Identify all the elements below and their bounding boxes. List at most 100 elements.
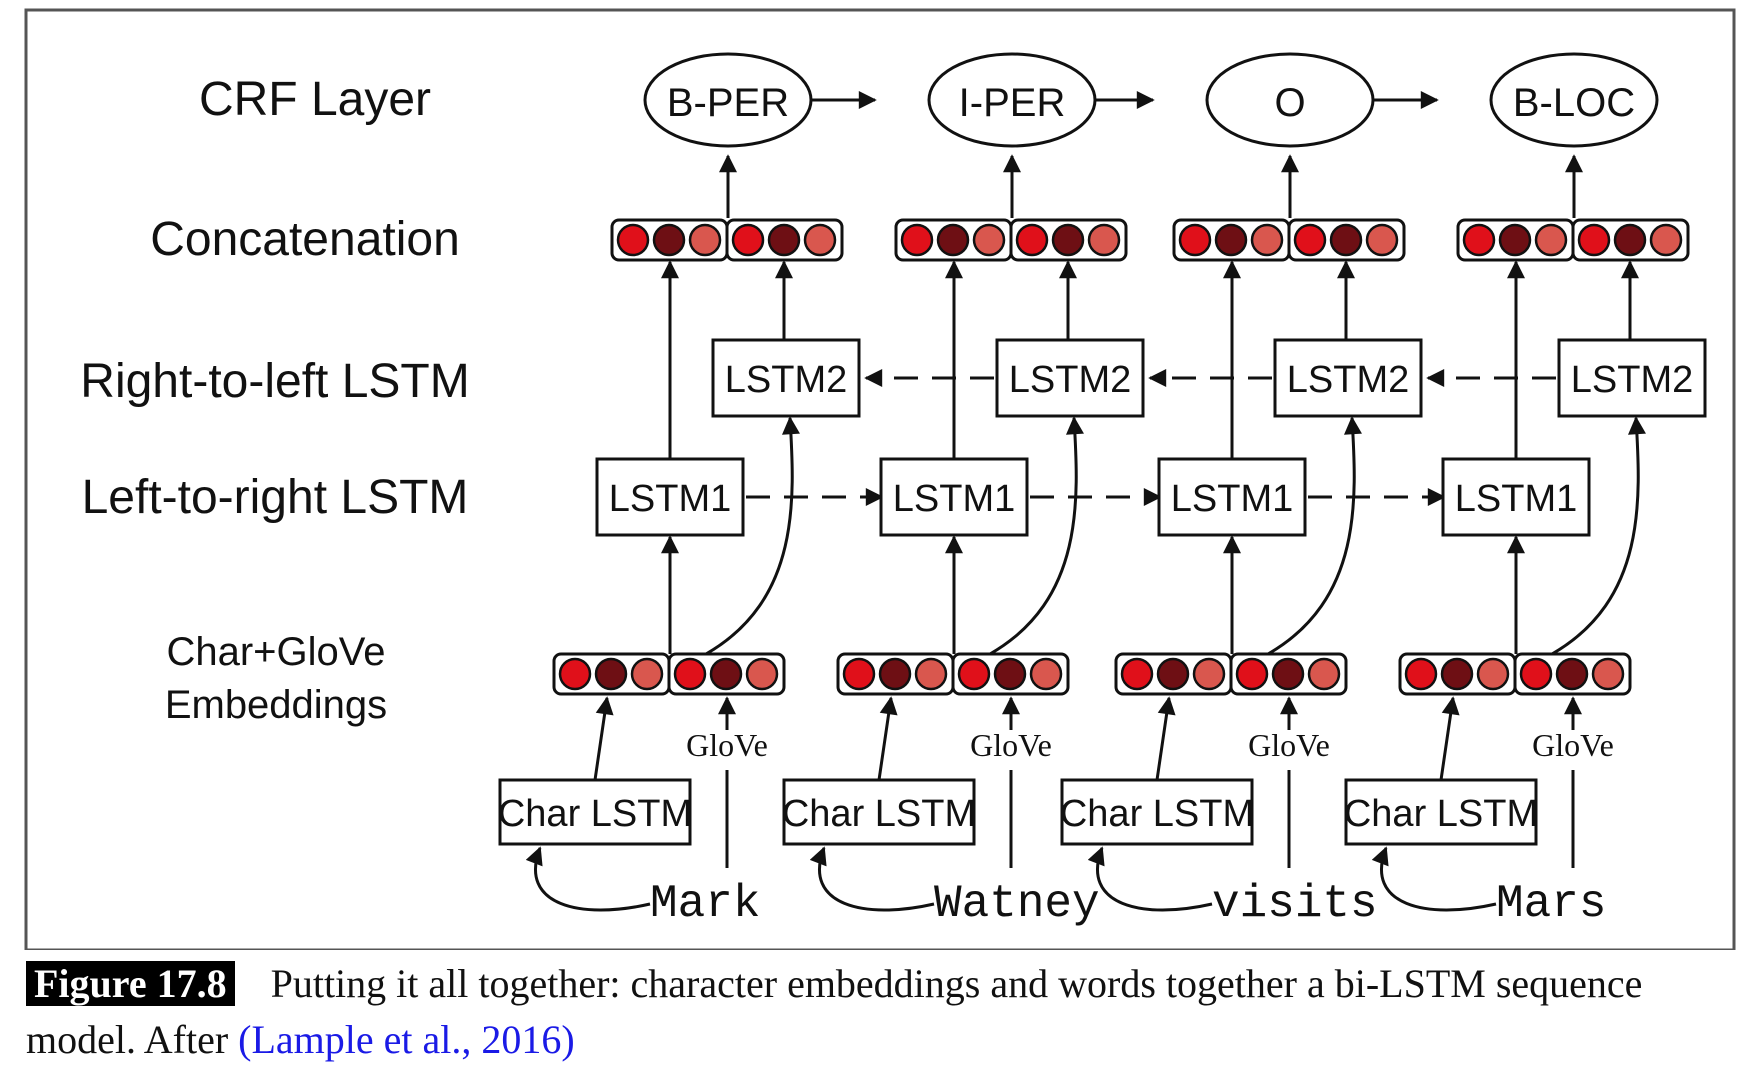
crf-tag-label: O — [1274, 81, 1305, 125]
concatenation-vector-unit — [1462, 223, 1496, 257]
char-lstm-to-embedding-arrow — [877, 696, 898, 781]
embedding-to-lstm2-arrow — [989, 416, 1084, 656]
embedding-to-lstm2-arrow — [1551, 416, 1646, 656]
char-glove-embedding-vector-unit — [673, 657, 707, 691]
concatenation-vector-unit — [972, 223, 1006, 257]
label-char-glove: Char+GloVe — [166, 630, 385, 674]
crf-tag-label: B-LOC — [1513, 81, 1635, 125]
concatenation-vector-unit — [936, 223, 970, 257]
label-concatenation: Concatenation — [150, 213, 460, 266]
char-lstm-to-embedding-arrow — [593, 696, 614, 781]
char-glove-embedding-vector-unit — [1440, 657, 1474, 691]
concatenation-vector-unit — [1250, 223, 1284, 257]
char-glove-embedding-vector-unit — [1476, 657, 1510, 691]
concatenation-vector-unit — [1577, 223, 1611, 257]
lstm1-box — [879, 457, 1029, 537]
char-lstm-box-label: Char LSTM — [782, 793, 976, 835]
label-right-to-left-lstm: Right-to-left LSTM — [80, 355, 469, 408]
input-word: Mars — [1496, 878, 1606, 930]
bilstm-crf-diagram: CRF Layer Concatenation Right-to-left LS… — [24, 8, 1736, 950]
lstm2-box — [711, 338, 861, 418]
concatenation-vector-unit — [1293, 223, 1327, 257]
concatenation-vector-unit — [803, 223, 837, 257]
input-word: Watney — [934, 878, 1100, 930]
citation-link[interactable]: (Lample et al., 2016) — [238, 1017, 575, 1062]
concatenation-vector-unit — [767, 223, 801, 257]
char-glove-embedding-vector-unit — [1029, 657, 1063, 691]
figure-number: Figure 17.8 — [26, 961, 235, 1006]
char-lstm-box — [782, 778, 976, 846]
char-glove-embedding-vector-unit — [745, 657, 779, 691]
char-glove-embedding-vector-unit — [1307, 657, 1341, 691]
lstm2-box — [1557, 338, 1707, 418]
char-lstm-box-label: Char LSTM — [1060, 793, 1254, 835]
char-lstm-box-label: Char LSTM — [498, 793, 692, 835]
concatenation-vector-unit — [1613, 223, 1647, 257]
concatenation-vector-unit — [1015, 223, 1049, 257]
char-glove-embedding-vector-unit — [594, 657, 628, 691]
concatenation-vector-unit — [900, 223, 934, 257]
concatenation-vector-unit — [1649, 223, 1683, 257]
concatenation-vector-unit — [652, 223, 686, 257]
concatenation-vector-unit — [1178, 223, 1212, 257]
crf-tag-node — [1489, 52, 1659, 148]
char-glove-embedding-vector-unit — [1555, 657, 1589, 691]
lstm2-box-label: LSTM2 — [725, 359, 847, 401]
caption-text: Putting it all together: character embed… — [26, 961, 1643, 1062]
lstm1-box-label: LSTM1 — [1171, 478, 1293, 520]
label-left-to-right-lstm: Left-to-right LSTM — [82, 471, 469, 524]
char-glove-embedding-vector-unit — [1156, 657, 1190, 691]
lstm1-box-label: LSTM1 — [893, 478, 1015, 520]
concatenation-vector-unit — [731, 223, 765, 257]
word-to-char-lstm-arrow — [809, 846, 935, 912]
glove-label: GloVe — [1248, 727, 1330, 763]
lstm1-box — [1441, 457, 1591, 537]
glove-label: GloVe — [970, 727, 1052, 763]
embedding-to-lstm2-arrow — [1267, 416, 1362, 656]
glove-label: GloVe — [686, 727, 768, 763]
embedding-to-lstm2-arrow — [705, 416, 800, 656]
word-to-char-lstm-arrow — [525, 846, 651, 912]
char-glove-embedding-vector-unit — [914, 657, 948, 691]
lstm1-box-label: LSTM1 — [1455, 478, 1577, 520]
concatenation-vector-unit — [688, 223, 722, 257]
char-glove-embedding-vector-unit — [1519, 657, 1553, 691]
char-glove-embedding-vector-unit — [1271, 657, 1305, 691]
concatenation-vector-unit — [1365, 223, 1399, 257]
lstm2-box-label: LSTM2 — [1287, 359, 1409, 401]
input-word: Mark — [650, 878, 760, 930]
char-glove-embedding-vector-unit — [1235, 657, 1269, 691]
figure-frame — [24, 8, 1736, 950]
crf-tag-label: I-PER — [959, 81, 1066, 125]
char-glove-embedding-vector-unit — [878, 657, 912, 691]
lstm2-box — [1273, 338, 1423, 418]
lstm2-box-label: LSTM2 — [1009, 359, 1131, 401]
char-glove-embedding-vector-unit — [1120, 657, 1154, 691]
crf-tag-node — [643, 52, 813, 148]
char-glove-embedding-vector-unit — [1591, 657, 1625, 691]
char-glove-embedding-vector-unit — [993, 657, 1027, 691]
label-crf-layer: CRF Layer — [199, 73, 431, 126]
concatenation-vector-unit — [1087, 223, 1121, 257]
char-lstm-to-embedding-arrow — [1439, 696, 1460, 781]
lstm2-box — [995, 338, 1145, 418]
glove-label: GloVe — [1532, 727, 1614, 763]
char-glove-embedding-vector-unit — [630, 657, 664, 691]
concatenation-vector-unit — [616, 223, 650, 257]
word-to-char-lstm-arrow — [1371, 846, 1497, 912]
char-lstm-to-embedding-arrow — [1155, 696, 1176, 781]
concatenation-vector-unit — [1051, 223, 1085, 257]
lstm1-box-label: LSTM1 — [609, 478, 731, 520]
crf-tag-label: B-PER — [667, 81, 789, 125]
concatenation-vector-unit — [1498, 223, 1532, 257]
crf-tag-node — [927, 52, 1097, 148]
char-glove-embedding-vector-unit — [709, 657, 743, 691]
char-glove-embedding-vector-unit — [1404, 657, 1438, 691]
crf-tag-node — [1205, 52, 1375, 148]
concatenation-vector-unit — [1329, 223, 1363, 257]
lstm1-box — [595, 457, 745, 537]
char-lstm-box-label: Char LSTM — [1344, 793, 1538, 835]
concatenation-vector-unit — [1214, 223, 1248, 257]
lstm2-box-label: LSTM2 — [1571, 359, 1693, 401]
